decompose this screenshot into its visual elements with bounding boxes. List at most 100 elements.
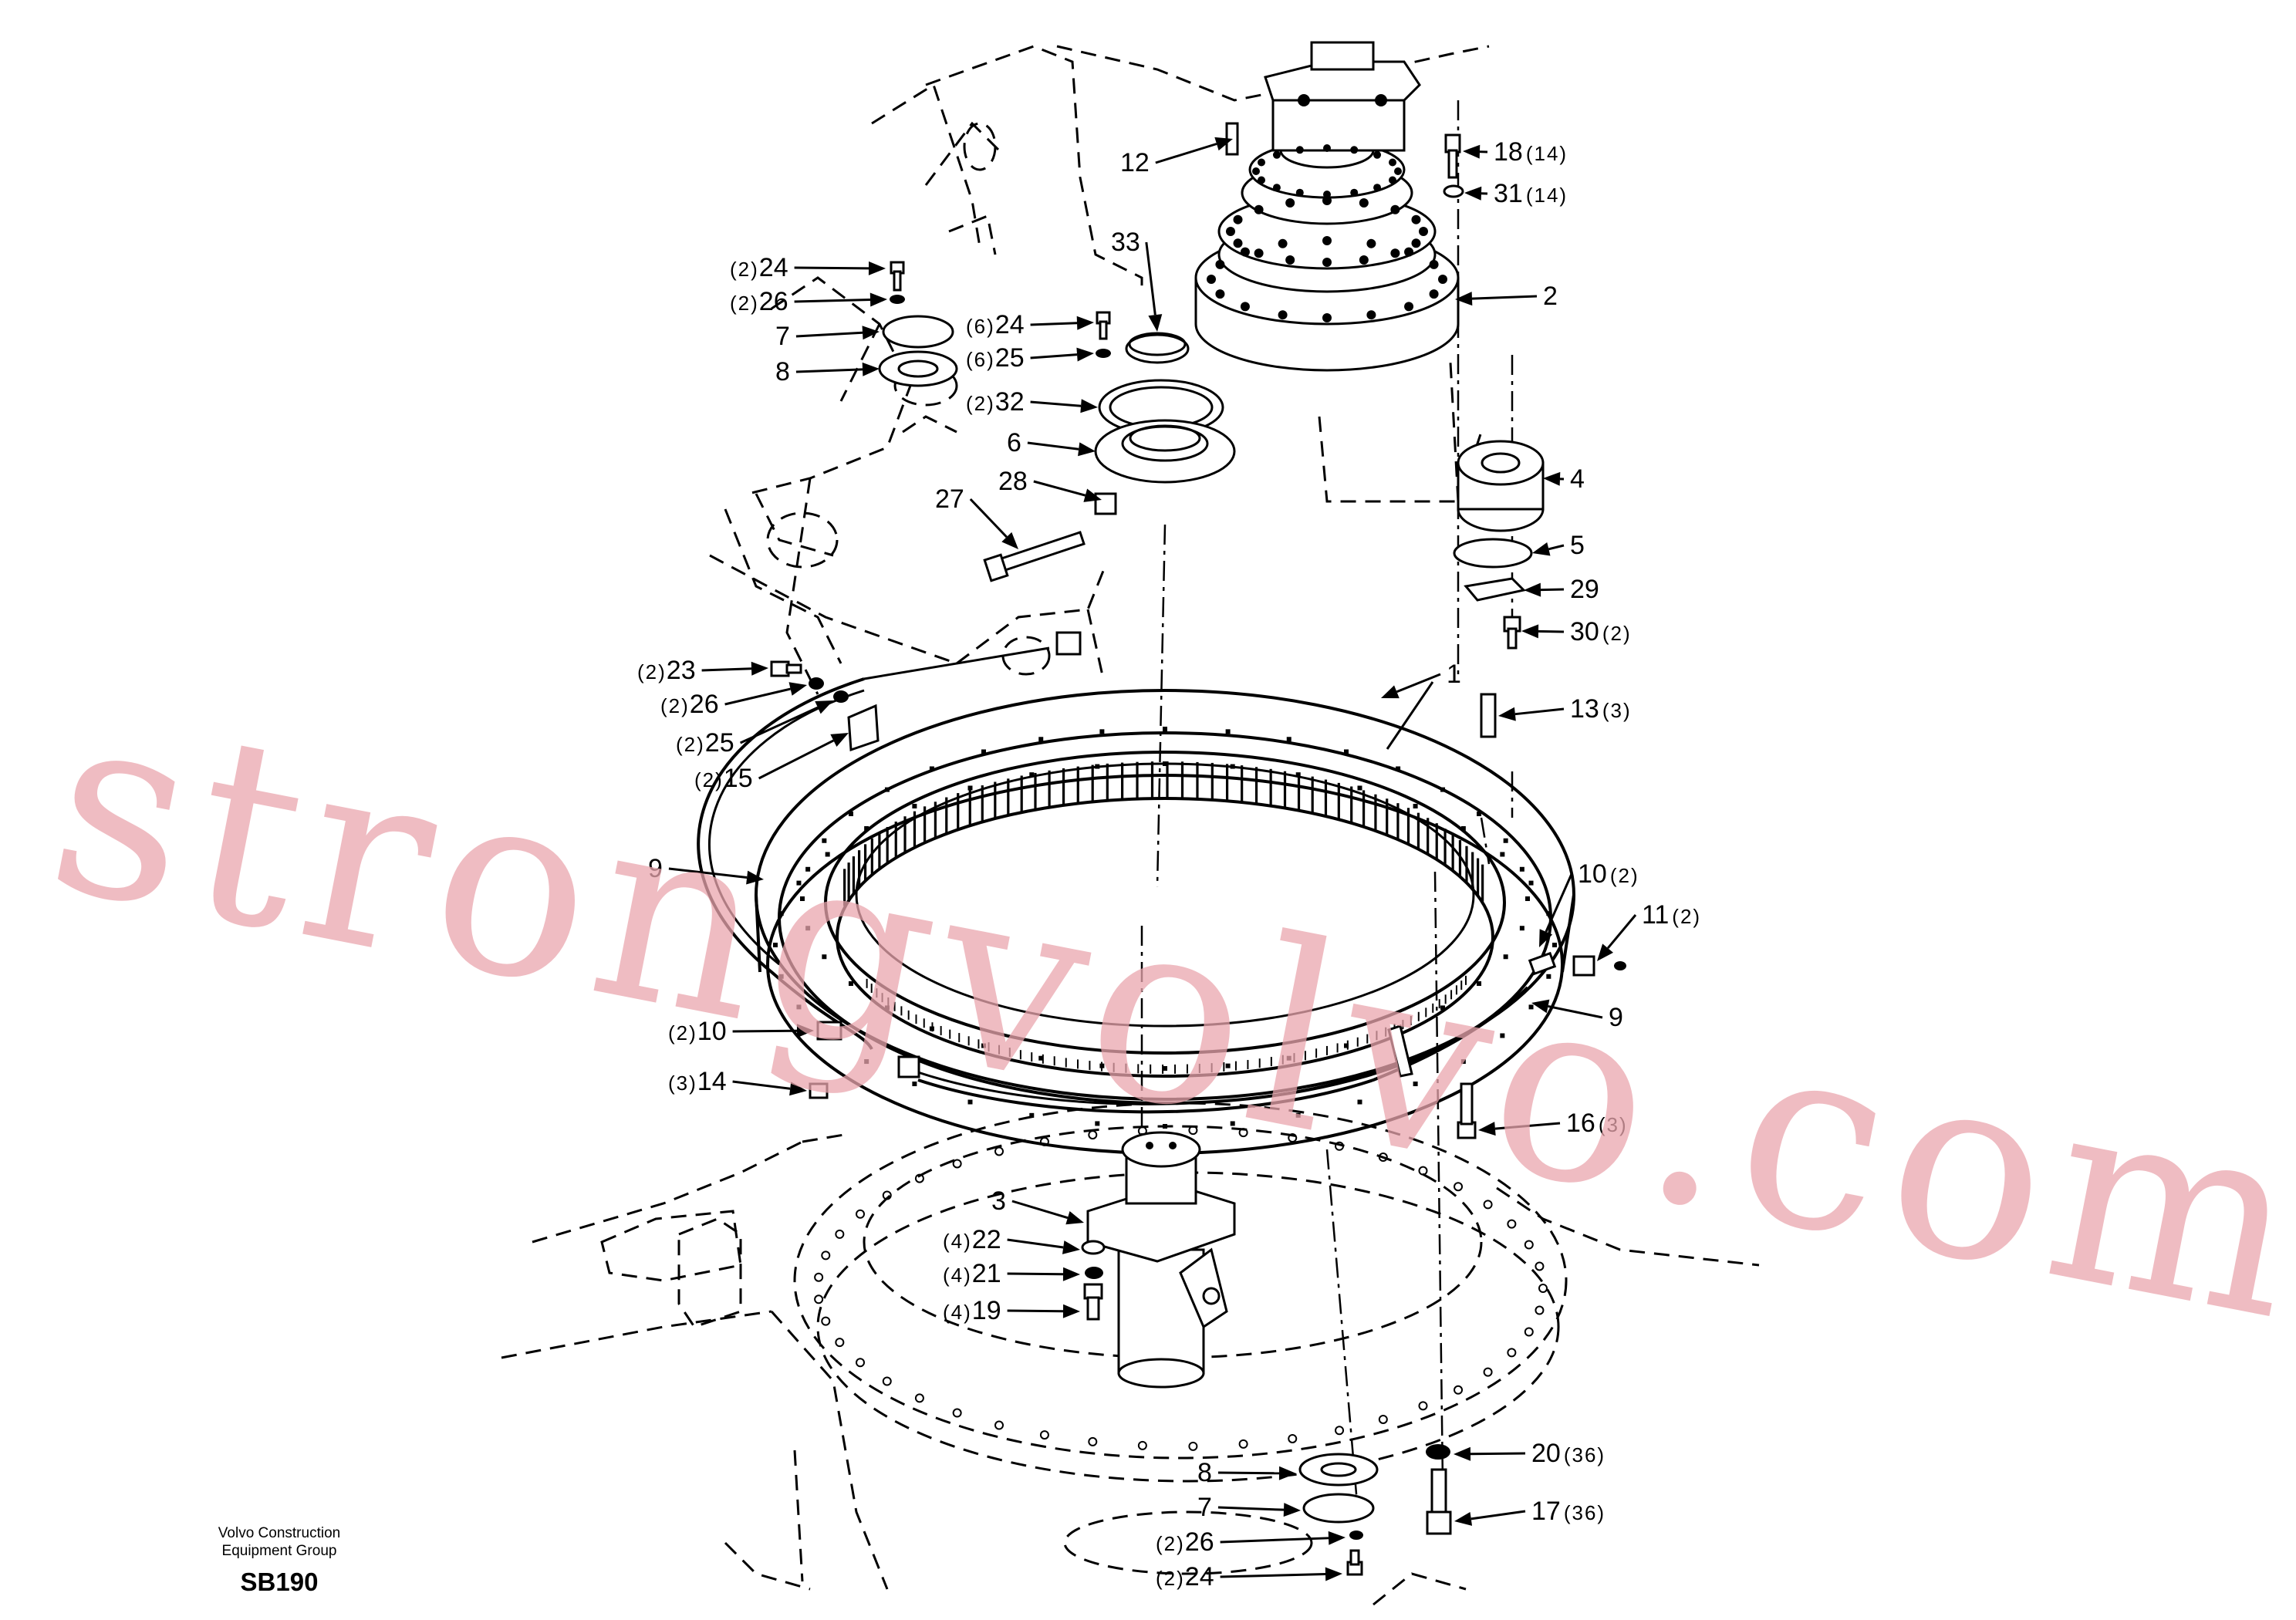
callout-label: (4)22	[943, 1225, 1001, 1254]
leader-line	[758, 739, 835, 780]
callout-label: 5	[1570, 531, 1585, 560]
leader-arrowhead	[1278, 1466, 1296, 1480]
leader-line	[1545, 873, 1573, 933]
callout-label: 13(3)	[1570, 694, 1632, 724]
leader-line	[1514, 707, 1565, 716]
company-line-1: Volvo Construction	[218, 1525, 340, 1541]
leader-arrowhead	[1463, 144, 1481, 159]
leader-line	[739, 706, 819, 744]
leader-arrowhead	[1381, 685, 1400, 699]
callout-label: 31(14)	[1494, 179, 1568, 208]
leader-arrowhead	[869, 292, 887, 307]
leader-line	[969, 498, 1008, 538]
callout-label: 33	[1111, 228, 1140, 257]
leader-line	[1220, 1537, 1329, 1544]
callout-label: 7	[775, 322, 790, 351]
callout-label: 10(2)	[1578, 859, 1639, 889]
center-joint	[1086, 1131, 1236, 1389]
company-line-2: Equipment Group	[222, 1543, 337, 1559]
leader-line	[1030, 353, 1078, 359]
callout-label: 4	[1570, 464, 1585, 494]
bearing-gear-teeth	[843, 761, 1484, 1074]
callout-label: 29	[1570, 575, 1599, 604]
leader-arrowhead	[1328, 1531, 1346, 1545]
leader-line	[1030, 322, 1078, 326]
leader-arrowhead	[1148, 314, 1163, 332]
leader-arrowhead	[1454, 1446, 1471, 1461]
callout-label: (2)15	[694, 764, 753, 793]
leader-arrowhead	[1214, 137, 1233, 151]
leader-arrowhead	[1076, 347, 1094, 362]
leader-arrowhead	[1531, 999, 1550, 1014]
callout-label: 9	[648, 854, 663, 883]
leader-line	[1027, 441, 1079, 451]
leader-line	[1606, 914, 1637, 950]
swing-reduction-gear	[1194, 41, 1460, 372]
center-lines	[1140, 100, 1514, 1513]
leader-line	[1548, 544, 1565, 551]
leader-arrowhead	[746, 870, 764, 885]
leader-line	[1033, 480, 1086, 497]
leader-arrowhead	[1539, 929, 1553, 947]
callout-label: 17(36)	[1531, 1497, 1606, 1526]
leader-line	[794, 299, 871, 303]
leader-line	[1217, 1506, 1285, 1511]
leader-arrowhead	[1454, 1512, 1473, 1526]
leader-line	[1540, 588, 1565, 592]
callout-label: 12	[1120, 148, 1150, 177]
leader-arrowhead	[1078, 442, 1096, 457]
callout-label: (2)26	[1156, 1527, 1214, 1557]
callout-label: (4)21	[943, 1259, 1001, 1288]
callout-label: 7	[1197, 1493, 1212, 1522]
small-parts	[770, 122, 1626, 1576]
leader-arrowhead	[1524, 582, 1541, 597]
hydraulic-hoses	[697, 646, 1529, 1114]
swing-frame-rings	[793, 1102, 1568, 1575]
callout-label: 6	[1007, 428, 1021, 457]
leader-arrowhead	[830, 733, 849, 747]
leader-line	[1396, 673, 1441, 694]
callout-label: 18(14)	[1494, 137, 1568, 167]
leader-line	[1011, 1200, 1069, 1220]
callout-label: (2)10	[668, 1017, 727, 1046]
drawing-code: SB190	[241, 1568, 319, 1596]
bearing-bolt-holes	[773, 727, 1557, 1129]
callout-label: 9	[1609, 1003, 1623, 1032]
leader-line	[1548, 1004, 1603, 1019]
leader-line	[1538, 629, 1565, 633]
leader-arrowhead	[1076, 316, 1094, 330]
leader-arrowhead	[868, 261, 886, 275]
leader-line	[1471, 295, 1538, 300]
leader-line	[1494, 1122, 1561, 1130]
leader-arrowhead	[1543, 471, 1561, 486]
leader-arrowhead	[1080, 399, 1098, 413]
leader-arrowhead	[751, 661, 768, 676]
callout-label: 2	[1543, 282, 1558, 311]
leader-arrowhead	[1532, 542, 1551, 556]
leader-arrowhead	[862, 362, 880, 376]
leader-line	[701, 667, 752, 672]
callout-label: (2)23	[637, 656, 696, 685]
leader-line	[1145, 241, 1156, 316]
leader-arrowhead	[789, 1082, 807, 1096]
leader-line	[1470, 1452, 1526, 1456]
leader-arrowhead	[1062, 1240, 1080, 1254]
leader-line	[724, 687, 791, 706]
callout-label: (3)14	[668, 1067, 727, 1096]
callout-label: 8	[1197, 1458, 1212, 1487]
leader-arrowhead	[788, 682, 807, 696]
leader-arrowhead	[1478, 1122, 1496, 1136]
leader-arrowhead	[1083, 488, 1102, 502]
callout-label: (2)32	[966, 387, 1025, 417]
callout-label: (6)24	[966, 310, 1025, 339]
callout-label: 27	[935, 484, 964, 514]
callout-label: (6)25	[966, 343, 1025, 373]
leader-line	[1030, 400, 1082, 407]
leader-line	[795, 331, 863, 338]
leader-arrowhead	[1455, 292, 1473, 306]
callout-label: (2)24	[730, 253, 788, 282]
callout-label: (2)24	[1156, 1562, 1214, 1591]
callout-label: 20(36)	[1531, 1439, 1606, 1468]
